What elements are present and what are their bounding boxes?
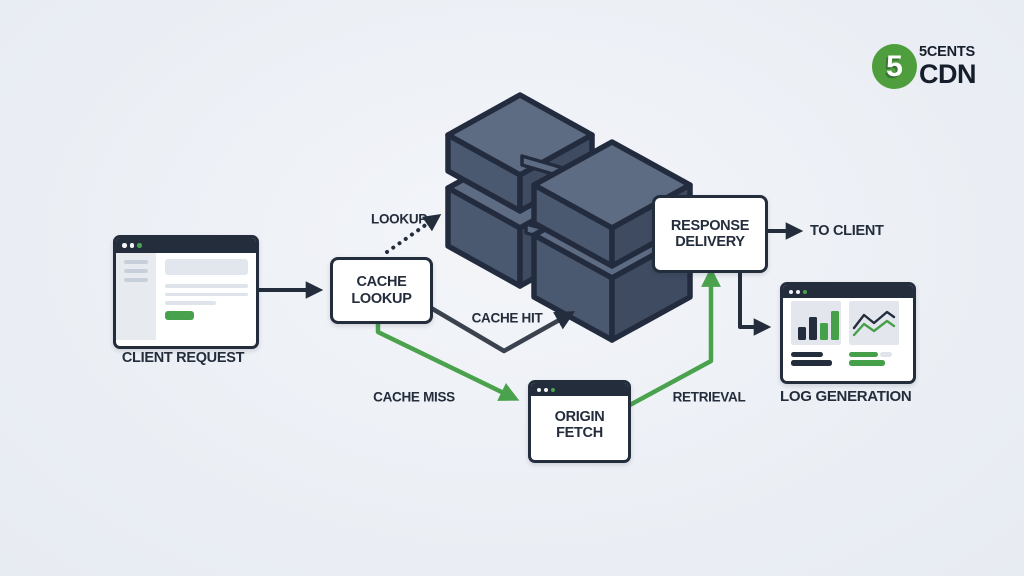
edge-cache-miss [375, 315, 520, 401]
client-request-label: CLIENT REQUEST [121, 350, 245, 366]
server-cluster-icon [445, 92, 693, 343]
edge-response-to-log [738, 265, 772, 336]
chart-bar [798, 327, 806, 340]
cache-lookup-box: CACHE LOOKUP [330, 257, 433, 324]
window-dot [803, 289, 807, 294]
log-line-gray [880, 352, 892, 357]
log-line-dark [791, 360, 832, 366]
log-line-dark [791, 352, 823, 357]
window-dot [137, 243, 142, 248]
bar-chart-panel [791, 301, 841, 345]
window-titlebar [783, 285, 913, 298]
edge-cache-hit [423, 302, 576, 354]
sidebar-line [124, 260, 148, 264]
chart-bar [809, 317, 817, 340]
log-generation-window [780, 282, 916, 384]
log-line-green [849, 352, 878, 357]
window-dot [537, 387, 541, 392]
log-generation-label: LOG GENERATION [780, 388, 912, 405]
cache-hit-edge-label: CACHE HIT [471, 310, 543, 326]
chart-bar [831, 311, 839, 340]
client-content [156, 253, 256, 340]
response-delivery-box: RESPONSE DELIVERY [652, 195, 768, 273]
sidebar-line [124, 278, 148, 282]
window-dot [122, 243, 127, 248]
cache-miss-edge-label: CACHE MISS [373, 389, 455, 405]
chart-bar [820, 323, 828, 340]
client-request-window [113, 235, 259, 349]
window-dot [544, 387, 548, 392]
origin-fetch-label: ORIGIN FETCH [554, 408, 605, 441]
content-line [165, 292, 248, 296]
logo-wordmark: 5CENTS CDN [919, 44, 977, 89]
content-button-shape [165, 310, 194, 320]
content-line [165, 284, 248, 288]
logo-badge-icon: 5 [872, 44, 917, 89]
window-titlebar [531, 383, 628, 396]
content-line [165, 301, 217, 305]
retrieval-edge-label: RETRIEVAL [672, 389, 746, 405]
log-window-body [783, 298, 913, 375]
edge-retrieval [625, 267, 721, 409]
window-dot [796, 289, 800, 294]
edge-lookup-dotted [385, 213, 442, 254]
line-chart-panel [849, 301, 899, 345]
logo-name-bottom: CDN [919, 58, 977, 89]
line-chart [852, 310, 896, 337]
origin-fetch-window: ORIGIN FETCH [528, 380, 631, 463]
lookup-edge-label: LOOKUP [371, 211, 427, 227]
client-sidebar [116, 253, 156, 340]
to-client-edge-label: TO CLIENT [810, 223, 884, 239]
brand-logo: 5 5CENTS CDN [872, 44, 977, 89]
logo-name-top: 5CENTS [919, 44, 976, 61]
log-line-green [849, 360, 885, 366]
window-dot [551, 387, 555, 392]
window-dot [789, 289, 793, 294]
sidebar-line [124, 269, 148, 273]
window-titlebar [116, 238, 256, 253]
window-dot [129, 243, 134, 248]
bar-chart [791, 301, 841, 345]
client-window-body [116, 253, 256, 340]
content-hero-block [165, 259, 248, 275]
